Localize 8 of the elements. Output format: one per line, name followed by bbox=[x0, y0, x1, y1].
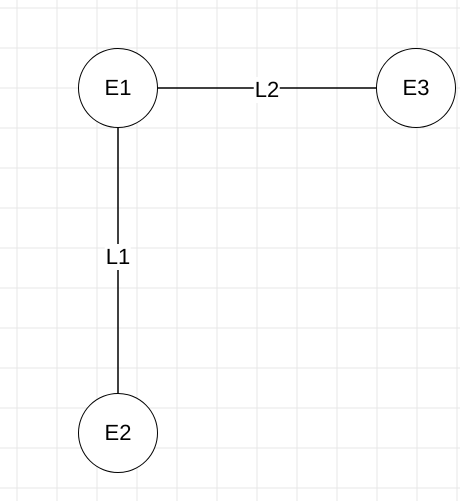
edge-label: L2 bbox=[254, 77, 280, 103]
edge-label: L1 bbox=[104, 244, 132, 270]
connector-line bbox=[117, 128, 119, 393]
entity-label: E2 bbox=[104, 420, 132, 446]
entity-circle bbox=[376, 48, 456, 128]
entity-label: E1 bbox=[104, 75, 132, 101]
entity-label: E3 bbox=[402, 75, 430, 101]
connector-line bbox=[158, 87, 376, 89]
